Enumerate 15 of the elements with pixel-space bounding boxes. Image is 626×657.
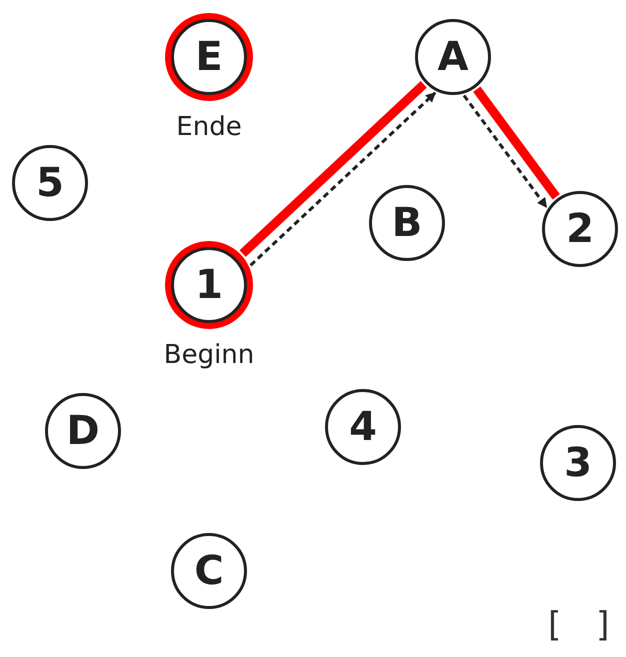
circle-node: A [415,19,491,95]
circle-node: D [45,393,121,469]
circle-node: 2 [542,191,618,267]
circle-node: 5 [12,145,88,221]
dashed-arrow [462,94,548,208]
circle-node: B [369,185,445,261]
highlight-line [240,81,427,257]
circle-node: 4 [325,389,401,465]
highlight-line [473,86,560,200]
node-caption: Ende [176,112,242,142]
bracket-label: [ ] [548,605,610,645]
circle-node: 3 [540,425,616,501]
node-caption: Beginn [164,340,254,370]
circle-node: C [171,533,247,609]
dashed-arrow [250,92,436,266]
